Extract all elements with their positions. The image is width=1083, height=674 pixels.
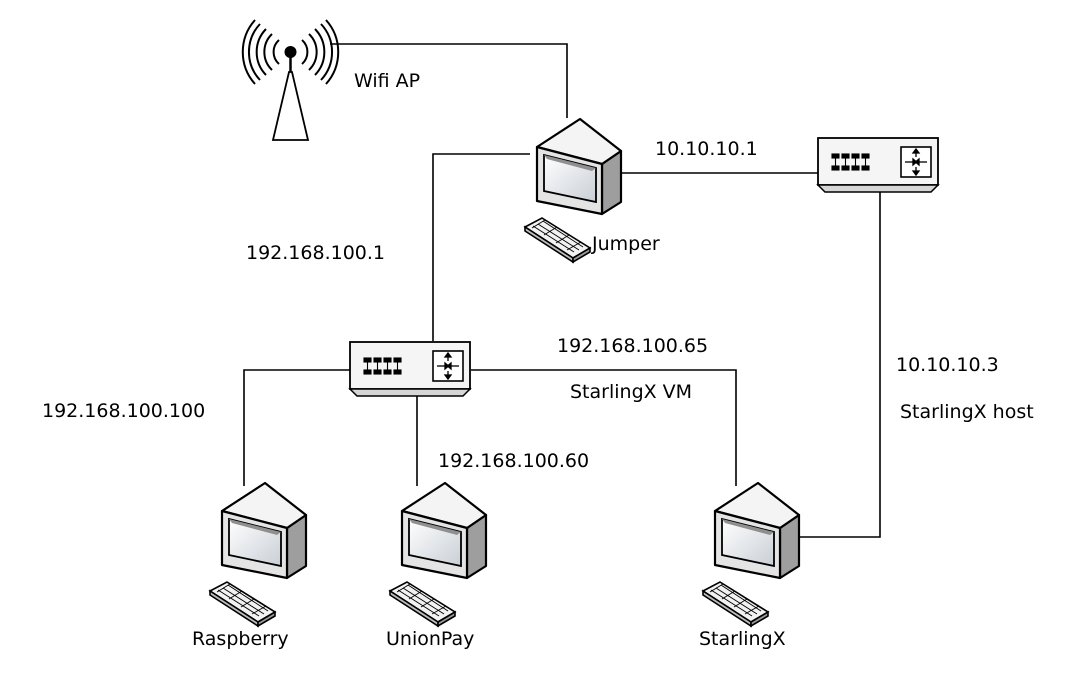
link-lanswitch-starlingx bbox=[471, 369, 737, 486]
jumper-int-ip-label: 192.168.100.1 bbox=[246, 242, 385, 264]
antenna-icon bbox=[241, 19, 340, 141]
link-wifi-jumper bbox=[330, 43, 568, 118]
raspberry-label: Raspberry bbox=[192, 628, 289, 650]
starlingx-label: StarlingX bbox=[699, 628, 786, 650]
workstation-icon bbox=[208, 481, 308, 628]
jumper-label: Jumper bbox=[591, 233, 660, 255]
wifi-ap-label: Wifi AP bbox=[354, 70, 420, 92]
starlingx-host-label: StarlingX host bbox=[900, 401, 1034, 423]
starlingx-host-ip-label: 10.10.10.3 bbox=[896, 354, 999, 376]
switch-icon bbox=[349, 341, 471, 397]
jumper-ext-ip-label: 10.10.10.1 bbox=[655, 138, 758, 160]
link-lanswitch-raspberry bbox=[243, 369, 350, 486]
starlingx-vm-ip-label: 192.168.100.65 bbox=[557, 335, 708, 357]
workstation-icon bbox=[701, 481, 801, 628]
link-extswitch-starlingx bbox=[797, 192, 881, 538]
connection-lines bbox=[243, 43, 881, 538]
unionpay-label: UnionPay bbox=[386, 628, 474, 650]
link-jumper-lanswitch bbox=[432, 153, 530, 341]
unionpay-ip-label: 192.168.100.60 bbox=[438, 450, 589, 472]
workstation-icon bbox=[388, 481, 488, 628]
raspberry-ip-label: 192.168.100.100 bbox=[42, 400, 205, 422]
switch-icon bbox=[817, 137, 939, 193]
starlingx-vm-label: StarlingX VM bbox=[570, 381, 692, 403]
